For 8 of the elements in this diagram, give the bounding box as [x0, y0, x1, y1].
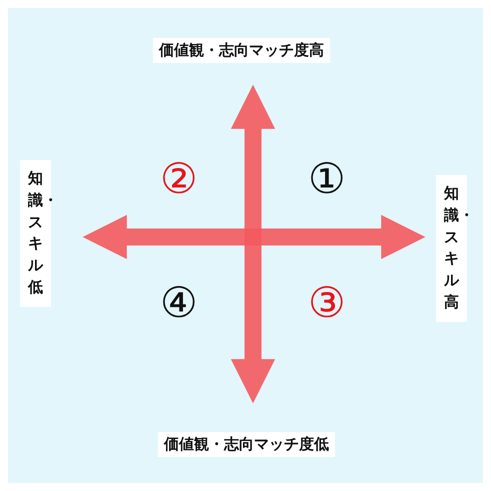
quadrant-number: ④ [160, 282, 198, 324]
quadrant-number: ② [160, 158, 198, 200]
axis-label: 価値観・志向マッチ度高 [153, 38, 330, 63]
axis-label: 知識・スキル低 [20, 160, 51, 306]
quadrant-number: ① [308, 158, 346, 200]
axis-label: 価値観・志向マッチ度低 [158, 432, 335, 457]
quadrant-number: ③ [308, 282, 346, 324]
axis-label: 知識・スキル高 [436, 175, 467, 322]
